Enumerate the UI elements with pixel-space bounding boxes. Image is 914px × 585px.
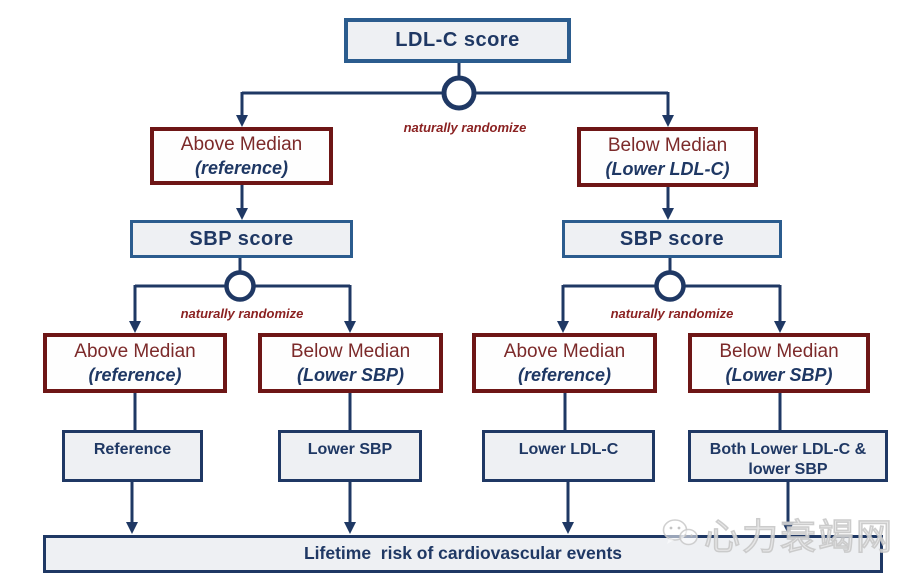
box-main-label: Above Median <box>503 340 626 362</box>
reference-group-box: Reference <box>62 430 203 482</box>
outcome-label: Lifetime risk of cardiovascular events <box>303 543 623 564</box>
randomize-node-icon <box>224 270 256 302</box>
randomize-node-icon <box>654 270 686 302</box>
box-main-label: Below Median <box>719 340 839 362</box>
sbp-score-label: SBP score <box>189 227 294 250</box>
group-label: Lower SBP <box>307 441 393 458</box>
sbp-score-box-right: SBP score <box>562 220 782 258</box>
box-sub-label: (Lower SBP) <box>725 364 833 385</box>
group-label: Both Lower LDL-C & lower SBP <box>709 441 867 478</box>
above-median-sbp-box-1: Above Median (reference) <box>43 333 227 393</box>
box-sub-label: (Lower SBP) <box>296 364 404 385</box>
sbp-score-box-left: SBP score <box>130 220 353 258</box>
box-main-label: Above Median <box>180 133 303 155</box>
ldl-score-label: LDL-C score <box>395 29 520 51</box>
group-label: Lower LDL-C <box>518 441 619 458</box>
box-sub-label: (Lower LDL-C) <box>605 158 730 179</box>
both-lower-group-box: Both Lower LDL-C & lower SBP <box>688 430 888 482</box>
lower-sbp-group-box: Lower SBP <box>278 430 422 482</box>
below-median-sbp-box-2: Below Median (Lower SBP) <box>688 333 870 393</box>
box-main-label: Above Median <box>74 340 196 362</box>
below-median-sbp-box-1: Below Median (Lower SBP) <box>258 333 443 393</box>
box-main-label: Below Median <box>607 134 728 156</box>
box-sub-label: (reference) <box>88 364 182 385</box>
box-sub-label: (reference) <box>194 157 289 178</box>
above-median-ldl-box: Above Median (reference) <box>150 127 333 185</box>
outcome-bar: Lifetime risk of cardiovascular events <box>43 535 883 573</box>
lower-ldl-group-box: Lower LDL-C <box>482 430 655 482</box>
box-sub-label: (reference) <box>517 364 612 385</box>
naturally-randomize-label: naturally randomize <box>403 120 527 135</box>
sbp-score-label: SBP score <box>619 227 725 250</box>
box-main-label: Below Median <box>290 340 411 362</box>
naturally-randomize-label: naturally randomize <box>180 306 304 321</box>
group-label: Reference <box>93 441 172 458</box>
ldl-score-box: LDL-C score <box>344 18 571 63</box>
above-median-sbp-box-2: Above Median (reference) <box>472 333 657 393</box>
below-median-ldl-box: Below Median (Lower LDL-C) <box>577 127 758 187</box>
randomize-node-icon <box>441 75 477 111</box>
naturally-randomize-label: naturally randomize <box>610 306 734 321</box>
